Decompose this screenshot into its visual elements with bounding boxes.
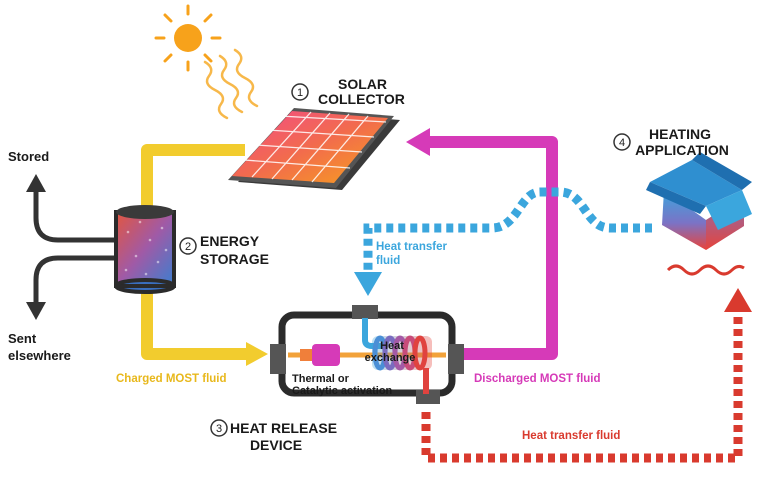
sun-icon	[154, 4, 222, 72]
heat-exchange-label-line2: exchange	[365, 352, 416, 364]
heating-application-label-line1: HEATING	[649, 126, 711, 142]
sent-elsewhere-label-line1: Sent	[8, 331, 37, 346]
activation-label-line1: Thermal or	[292, 373, 350, 385]
heat-transfer-cool-pipe	[363, 187, 652, 274]
solar-collector-label-line1: SOLAR	[338, 76, 387, 92]
sent-elsewhere-label-line2: elsewhere	[8, 348, 71, 363]
heating-application-label-line2: APPLICATION	[635, 142, 729, 158]
step-2-marker: 2	[179, 237, 197, 255]
heat-transfer-cool-arrow	[354, 272, 382, 296]
discharged-fluid-label: Discharged MOST fluid	[474, 373, 601, 385]
discharged-fluid-pipe	[428, 136, 558, 360]
step-3-marker: 3	[210, 419, 228, 437]
heat-transfer-hot-pipe	[421, 310, 743, 463]
solar-panel-icon	[228, 108, 400, 190]
charged-fluid-label: Charged MOST fluid	[116, 373, 227, 385]
stored-arrowhead	[26, 174, 46, 192]
heat-transfer-bottom-label: Heat transfer fluid	[522, 430, 620, 442]
heat-release-label-line2: DEVICE	[250, 437, 302, 453]
heat-wave-icon	[666, 264, 745, 276]
step-3-number: 3	[216, 423, 222, 435]
activation-label-line2: Catalytic activation	[292, 385, 393, 397]
heat-transfer-top-label-line2: fluid	[376, 255, 400, 267]
heat-exchange-coil	[372, 335, 432, 371]
step-4-number: 4	[619, 137, 625, 149]
energy-storage-label-line2: STORAGE	[200, 251, 269, 267]
step-1-marker: 1	[291, 83, 309, 101]
sun-rays-icon	[203, 48, 259, 120]
solar-collector-label-line2: COLLECTOR	[318, 91, 405, 107]
heat-transfer-top-label-line1: Heat transfer	[376, 241, 447, 253]
heat-transfer-hot-arrow	[724, 288, 752, 312]
heat-release-device	[270, 305, 464, 404]
discharged-fluid-arrow	[406, 128, 430, 156]
step-1-number: 1	[297, 87, 303, 99]
stored-label: Stored	[8, 149, 49, 164]
step-4-marker: 4	[613, 133, 631, 151]
stored-arrow	[33, 185, 121, 243]
step-2-number: 2	[185, 241, 191, 253]
heat-release-label-line1: HEAT RELEASE	[230, 420, 337, 436]
charged-fluid-arrow	[246, 342, 268, 366]
house-icon	[646, 152, 752, 250]
energy-storage-label-line1: ENERGY	[200, 233, 260, 249]
heat-exchange-label-line1: Heat	[380, 340, 404, 352]
sent-arrow	[33, 255, 121, 309]
storage-tank-icon	[114, 205, 176, 294]
sent-arrowhead	[26, 302, 46, 320]
charged-fluid-pipe	[141, 144, 248, 360]
